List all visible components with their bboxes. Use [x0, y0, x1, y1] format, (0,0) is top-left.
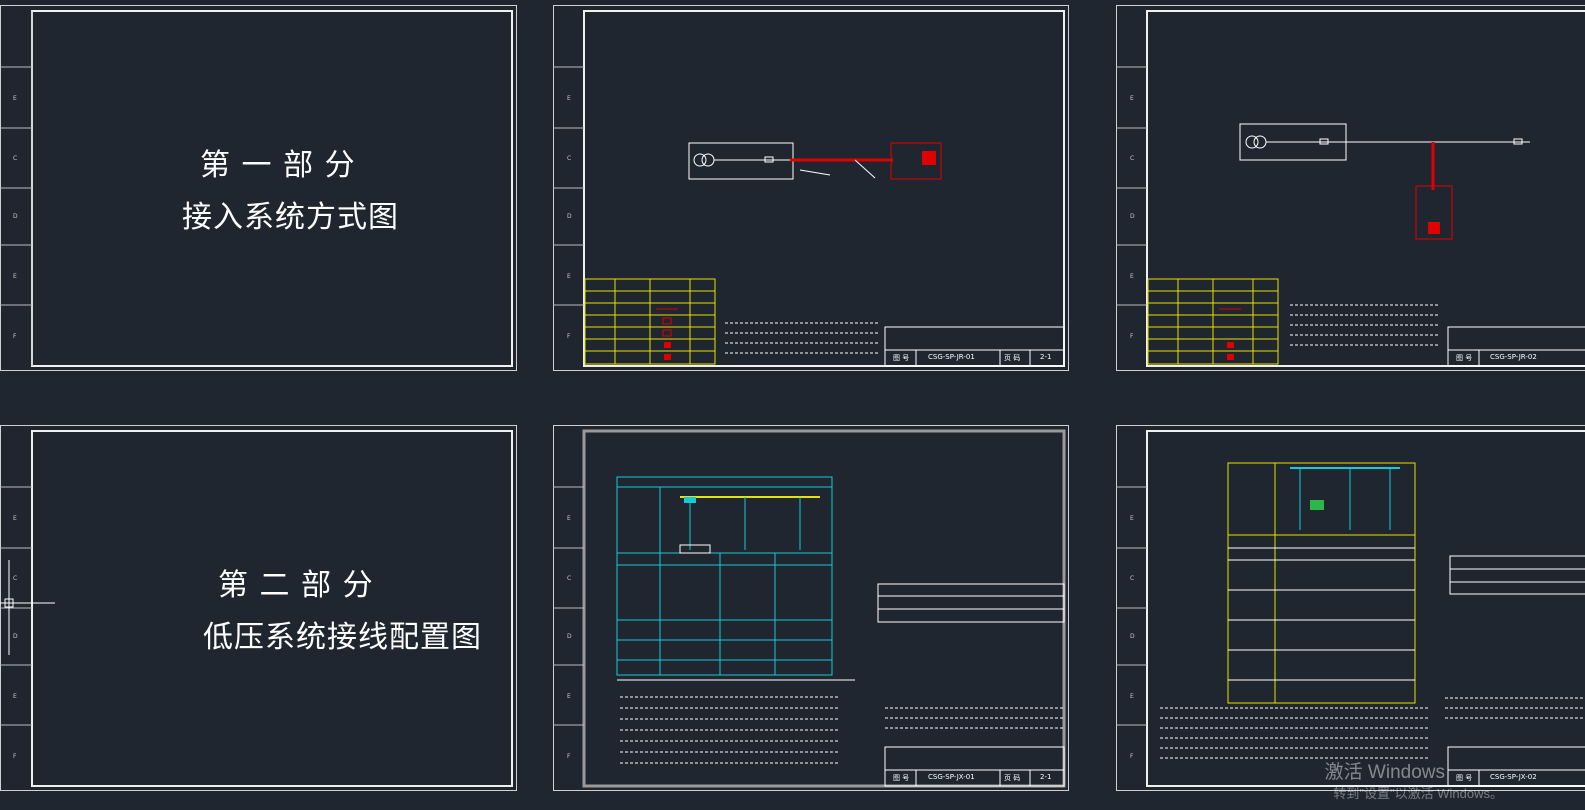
- zone-letter: E: [1130, 95, 1134, 102]
- sheet-3-fig-label: 图 号: [1456, 354, 1473, 362]
- sheet-2-fig-label: 图 号: [893, 354, 910, 362]
- sheet-5-fig-code: CSG-SP-JX-01: [928, 773, 975, 781]
- sheet-4-title-line1: 第 二 部 分: [218, 568, 374, 603]
- zone-letter: E: [13, 273, 17, 280]
- zone-letter: C: [13, 575, 18, 582]
- zone-letter: E: [13, 515, 17, 522]
- zone-letter: E: [1130, 273, 1134, 280]
- zone-letter: C: [567, 155, 572, 162]
- windows-activation-title: 激活 Windows: [1324, 762, 1445, 783]
- zone-letter: E: [1130, 515, 1134, 522]
- sheet-2-fig-code: CSG-SP-JR-01: [928, 353, 975, 361]
- zone-letter: E: [1130, 693, 1134, 700]
- zone-letter: E: [13, 95, 17, 102]
- windows-activation-subtitle: 转到"设置"以激活 Windows。: [1333, 786, 1503, 801]
- zone-letter: E: [567, 693, 571, 700]
- sheet-4-title-line2: 低压系统接线配置图: [203, 620, 482, 655]
- sheet-5-page-number: 2-1: [1040, 773, 1052, 781]
- zone-letter: D: [567, 213, 572, 220]
- zone-letter: F: [13, 753, 17, 760]
- sheet-1: [0, 5, 517, 371]
- zone-letter: C: [1130, 155, 1135, 162]
- sheet-3: [1116, 5, 1585, 371]
- zone-letter: D: [1130, 213, 1135, 220]
- sheet-1-title-line1: 第 一 部 分: [200, 148, 356, 183]
- zone-letter: C: [1130, 575, 1135, 582]
- zone-letter: D: [567, 633, 572, 640]
- sheet-2-page-label: 页 码: [1004, 354, 1021, 362]
- zone-letter: F: [1130, 753, 1134, 760]
- zone-letter: F: [567, 753, 571, 760]
- sheet-5: [553, 425, 1069, 791]
- zone-letter: C: [567, 575, 572, 582]
- zone-letter: C: [13, 155, 18, 162]
- zone-letter: D: [13, 213, 18, 220]
- zone-letter: D: [1130, 633, 1135, 640]
- zone-letter: E: [567, 515, 571, 522]
- sheet-1-title-line2: 接入系统方式图: [182, 200, 399, 235]
- zone-letter: E: [567, 95, 571, 102]
- sheet-4: [0, 425, 517, 791]
- sheet-2-page-number: 2-1: [1040, 353, 1052, 361]
- zone-letter: F: [13, 333, 17, 340]
- sheet-5-fig-label: 图 号: [893, 774, 910, 782]
- sheet-6-fig-label: 图 号: [1456, 774, 1473, 782]
- sheet-2: [553, 5, 1069, 371]
- zone-letter: D: [13, 633, 18, 640]
- sheet-3-fig-code: CSG-SP-JR-02: [1490, 353, 1537, 361]
- zone-letter: E: [567, 273, 571, 280]
- zone-letter: E: [13, 693, 17, 700]
- sheet-6: [1116, 425, 1585, 791]
- sheet-6-fig-code: CSG-SP-JX-02: [1490, 773, 1537, 781]
- sheet-5-page-label: 页 码: [1004, 774, 1021, 782]
- zone-letter: F: [567, 333, 571, 340]
- zone-letter: F: [1130, 333, 1134, 340]
